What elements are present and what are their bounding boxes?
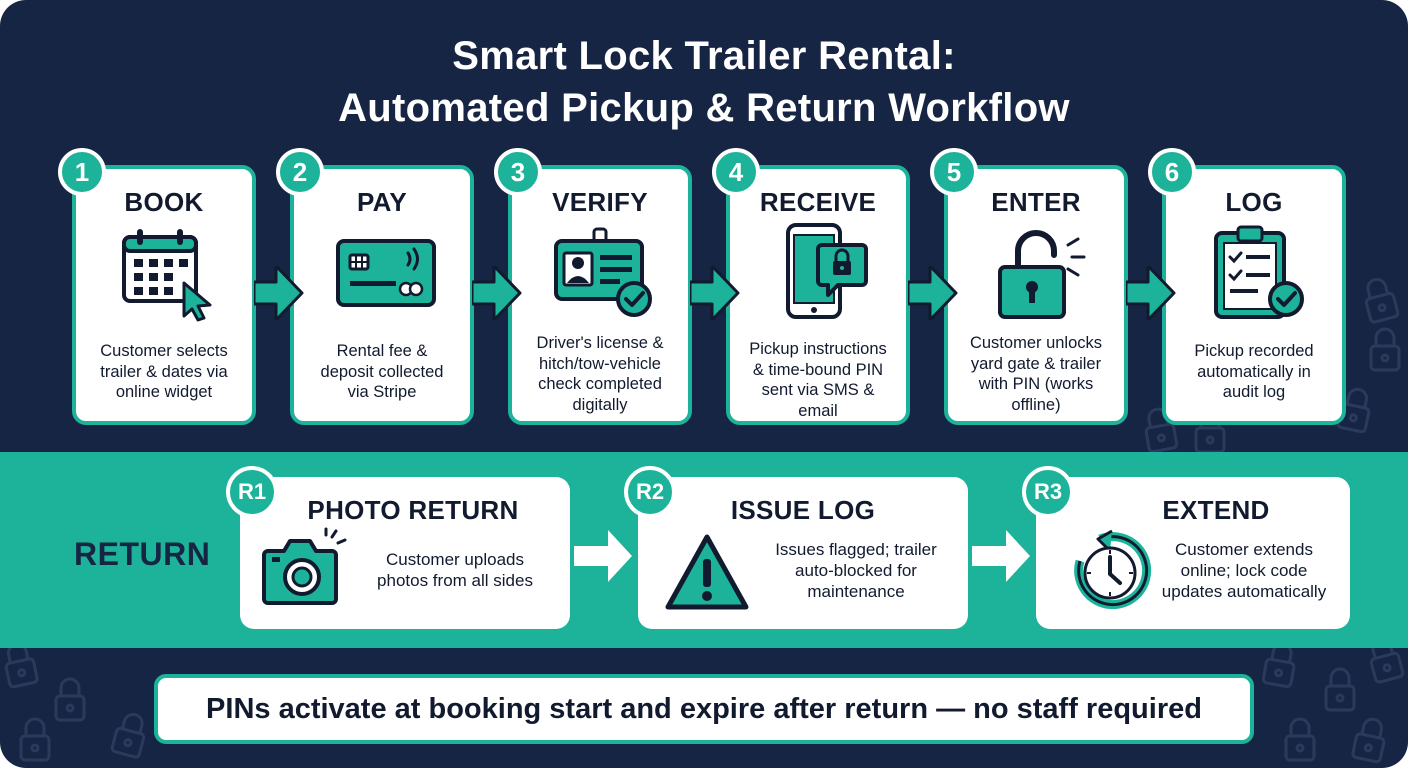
desc-line: trailer & dates via: [100, 362, 228, 381]
flow-arrow-icon: [1126, 266, 1176, 320]
desc-line: & time-bound PIN: [752, 360, 884, 379]
title-line-2: Automated Pickup & Return Workflow: [338, 86, 1070, 130]
desc-line: auto-blocked for: [795, 561, 917, 580]
return-step-description: Issues flagged; trailer auto-blocked for…: [756, 539, 956, 602]
diagram-title: Smart Lock Trailer Rental: Automated Pic…: [0, 30, 1408, 134]
return-card-photo-return: PHOTO RETURN Customer uploads photos fro…: [240, 477, 570, 629]
return-flow-arrow-icon: [574, 530, 632, 582]
desc-line: check completed: [538, 375, 662, 393]
return-step-number-badge: R3: [1022, 466, 1074, 518]
step-number-badge: 2: [276, 148, 324, 196]
desc-line: photos from all sides: [377, 571, 533, 590]
calendar-cursor-icon: [122, 229, 212, 322]
return-card-extend: EXTEND Customer extends online; lock cod…: [1036, 477, 1350, 629]
step-description: Pickup recorded automatically in audit l…: [1174, 341, 1334, 403]
step-description: Rental fee & deposit collected via Strip…: [302, 341, 462, 403]
clock-refresh-icon: [1074, 529, 1152, 610]
step-title: VERIFY: [552, 187, 648, 217]
return-flow-arrow-icon: [972, 530, 1030, 582]
return-step-title: ISSUE LOG: [730, 495, 876, 525]
step-card-receive: RECEIVE Pickup instructions & time-bound…: [726, 165, 910, 425]
step-description: Customer unlocks yard gate & trailer wit…: [956, 333, 1116, 415]
step-number-badge: 3: [494, 148, 542, 196]
step-title: ENTER: [991, 187, 1081, 217]
desc-line: with PIN (works: [978, 375, 1094, 393]
step-card-enter: ENTER Customer unlocks yard gate & trail…: [944, 165, 1128, 425]
step-card-pay: PAY Rental fee & deposit collected via S…: [290, 165, 474, 425]
flow-arrow-icon: [690, 266, 740, 320]
desc-line: Customer extends: [1175, 540, 1313, 559]
step-number-badge: 4: [712, 148, 760, 196]
step-number-badge: 5: [930, 148, 978, 196]
step-card-book: BOOK Customer selects trailer & dates vi…: [72, 165, 256, 425]
phone-lock-message-icon: [786, 223, 868, 319]
warning-triangle-icon: [665, 534, 749, 610]
return-step-title: PHOTO RETURN: [307, 495, 519, 525]
desc-line: via Stripe: [347, 383, 417, 401]
desc-line: yard gate & trailer: [970, 354, 1102, 373]
credit-card-icon: [336, 239, 436, 307]
step-card-log: LOG Pickup recorded automatically in aud…: [1162, 165, 1346, 425]
desc-line: offline): [1011, 395, 1061, 414]
desc-line: online; lock code: [1180, 561, 1308, 580]
step-number-badge: 6: [1148, 148, 1196, 196]
step-number-badge: 1: [58, 148, 106, 196]
desc-line: hitch/tow-vehicle: [539, 354, 661, 373]
desc-line: Pickup instructions: [749, 340, 887, 358]
step-description: Driver's license & hitch/tow-vehicle che…: [520, 333, 680, 415]
flow-arrow-icon: [472, 266, 522, 320]
return-step-description: Customer uploads photos from all sides: [360, 549, 550, 591]
clipboard-check-icon: [1214, 225, 1304, 319]
desc-line: sent via SMS &: [761, 381, 875, 399]
camera-icon: [262, 527, 347, 605]
desc-line: audit log: [1222, 383, 1286, 401]
desc-line: email: [798, 401, 838, 420]
desc-line: Customer unlocks: [969, 334, 1103, 352]
desc-line: Driver's license &: [536, 334, 664, 352]
return-step-title: EXTEND: [1162, 495, 1270, 525]
desc-line: maintenance: [807, 582, 905, 601]
return-step-number-badge: R2: [624, 466, 676, 518]
step-title: LOG: [1225, 187, 1283, 217]
return-step-description: Customer extends online; lock code updat…: [1146, 539, 1342, 602]
step-description: Customer selects trailer & dates via onl…: [84, 341, 244, 403]
step-card-verify: VERIFY Driver's license & hitch/tow-vehi…: [508, 165, 692, 425]
desc-line: Customer selects: [100, 342, 228, 360]
desc-line: updates automatically: [1161, 582, 1327, 601]
desc-line: online widget: [115, 383, 213, 401]
desc-line: Customer uploads: [386, 550, 524, 569]
desc-line: automatically in: [1197, 362, 1311, 381]
step-title: RECEIVE: [759, 187, 877, 217]
desc-line: Issues flagged; trailer: [775, 540, 937, 559]
step-title: BOOK: [124, 187, 204, 217]
open-padlock-icon: [998, 230, 1086, 319]
desc-line: Rental fee &: [336, 342, 428, 360]
id-badge-check-icon: [554, 227, 652, 317]
return-card-issue-log: ISSUE LOG Issues flagged; trailer auto-b…: [638, 477, 968, 629]
title-line-1: Smart Lock Trailer Rental:: [452, 34, 956, 78]
footer-banner: PINs activate at booking start and expir…: [154, 674, 1254, 744]
step-description: Pickup instructions & time-bound PIN sen…: [738, 339, 898, 421]
desc-line: digitally: [572, 395, 628, 414]
desc-line: Pickup recorded: [1194, 342, 1314, 360]
flow-arrow-icon: [254, 266, 304, 320]
flow-arrow-icon: [908, 266, 958, 320]
desc-line: deposit collected: [320, 362, 444, 381]
step-title: PAY: [356, 187, 408, 217]
return-section-label: RETURN: [74, 536, 211, 572]
return-step-number-badge: R1: [226, 466, 278, 518]
